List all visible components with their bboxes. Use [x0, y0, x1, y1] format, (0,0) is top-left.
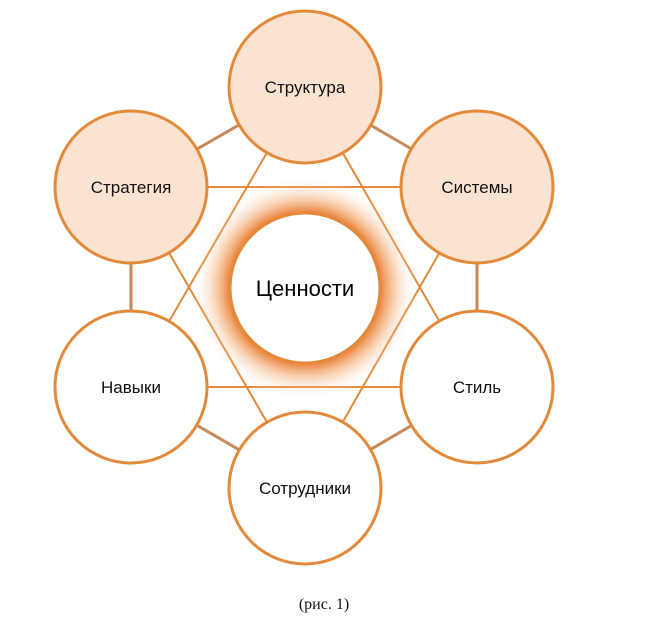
node-systems: Системы: [399, 109, 555, 265]
node-label: Системы: [441, 178, 512, 197]
node-staff: Сотрудники: [227, 410, 383, 566]
node-style: Стиль: [399, 309, 555, 465]
node-label: Стиль: [453, 378, 501, 397]
node-circle: [399, 109, 555, 265]
node-circle: [227, 9, 383, 165]
node-label: Навыки: [101, 378, 161, 397]
node-label: Стратегия: [91, 178, 172, 197]
node-circle: [53, 309, 209, 465]
node-skills: Навыки: [53, 309, 209, 465]
node-label: Сотрудники: [259, 479, 351, 498]
node-structure: Структура: [227, 9, 383, 165]
figure-caption: (рис. 1): [298, 596, 350, 613]
node-circle: [53, 109, 209, 265]
node-circle: [399, 309, 555, 465]
center-node: Ценности: [228, 211, 382, 365]
center-node-label: Ценности: [256, 276, 354, 301]
node-strategy: Стратегия: [53, 109, 209, 265]
node-circle: [227, 410, 383, 566]
node-label: Структура: [265, 78, 346, 97]
